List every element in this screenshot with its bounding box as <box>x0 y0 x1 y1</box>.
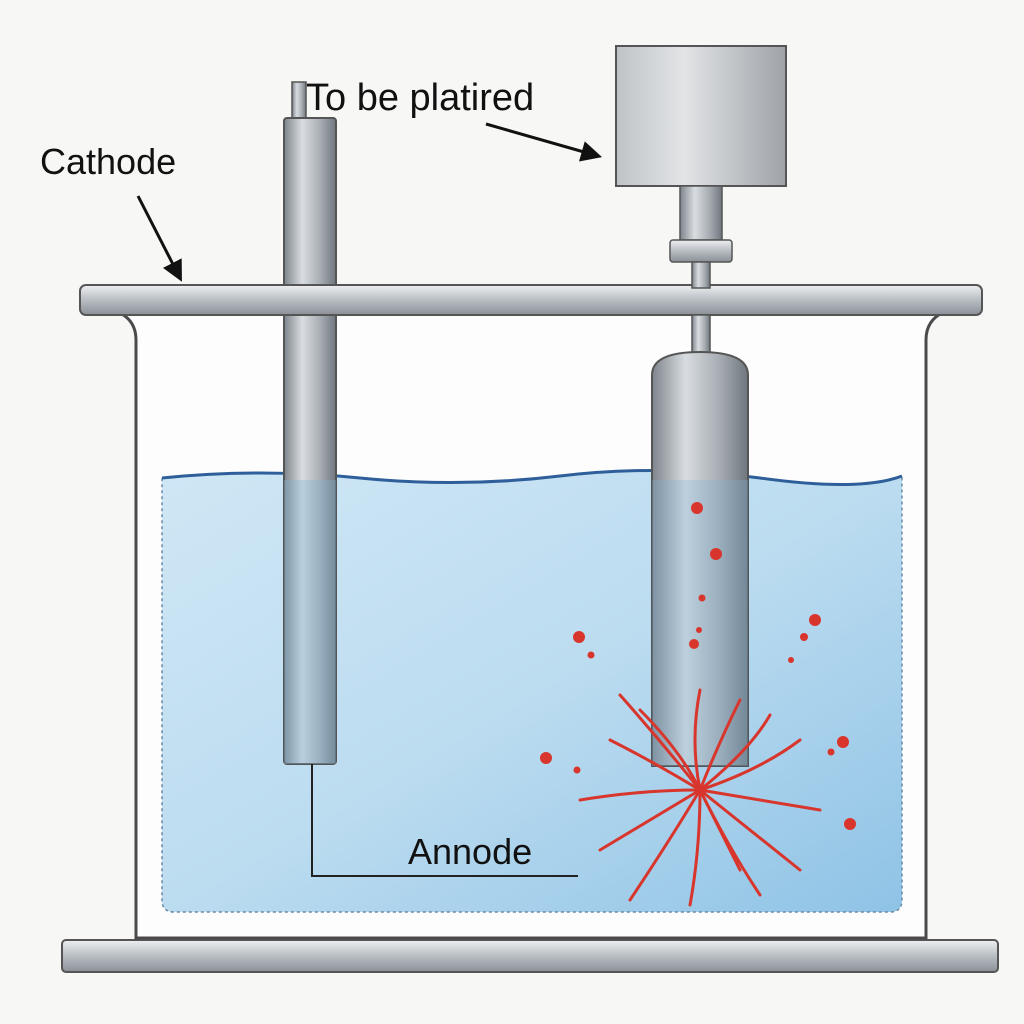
flange <box>669 239 733 263</box>
box-neck <box>679 185 723 241</box>
base-plate <box>61 939 999 973</box>
support-bar <box>79 284 983 316</box>
deposit-burst <box>578 688 822 907</box>
ion-particles <box>540 502 856 830</box>
anode-label: Annode <box>408 831 532 872</box>
left-rod-tip <box>291 81 307 123</box>
to-be-plated-arrow <box>485 122 603 162</box>
cathode-label: Cathode <box>40 141 176 182</box>
stem-lower <box>691 314 711 356</box>
stem-upper <box>691 261 711 289</box>
power-box <box>615 45 787 187</box>
cathode-arrow <box>136 195 182 282</box>
connection-wire <box>311 764 578 877</box>
to-be-plated-label: To be platired <box>306 77 534 119</box>
left-rod <box>283 117 337 765</box>
left-rod-submerged-tint <box>284 480 336 764</box>
cylinder-submerged-tint <box>652 480 748 766</box>
workpiece-cylinder <box>651 350 749 767</box>
